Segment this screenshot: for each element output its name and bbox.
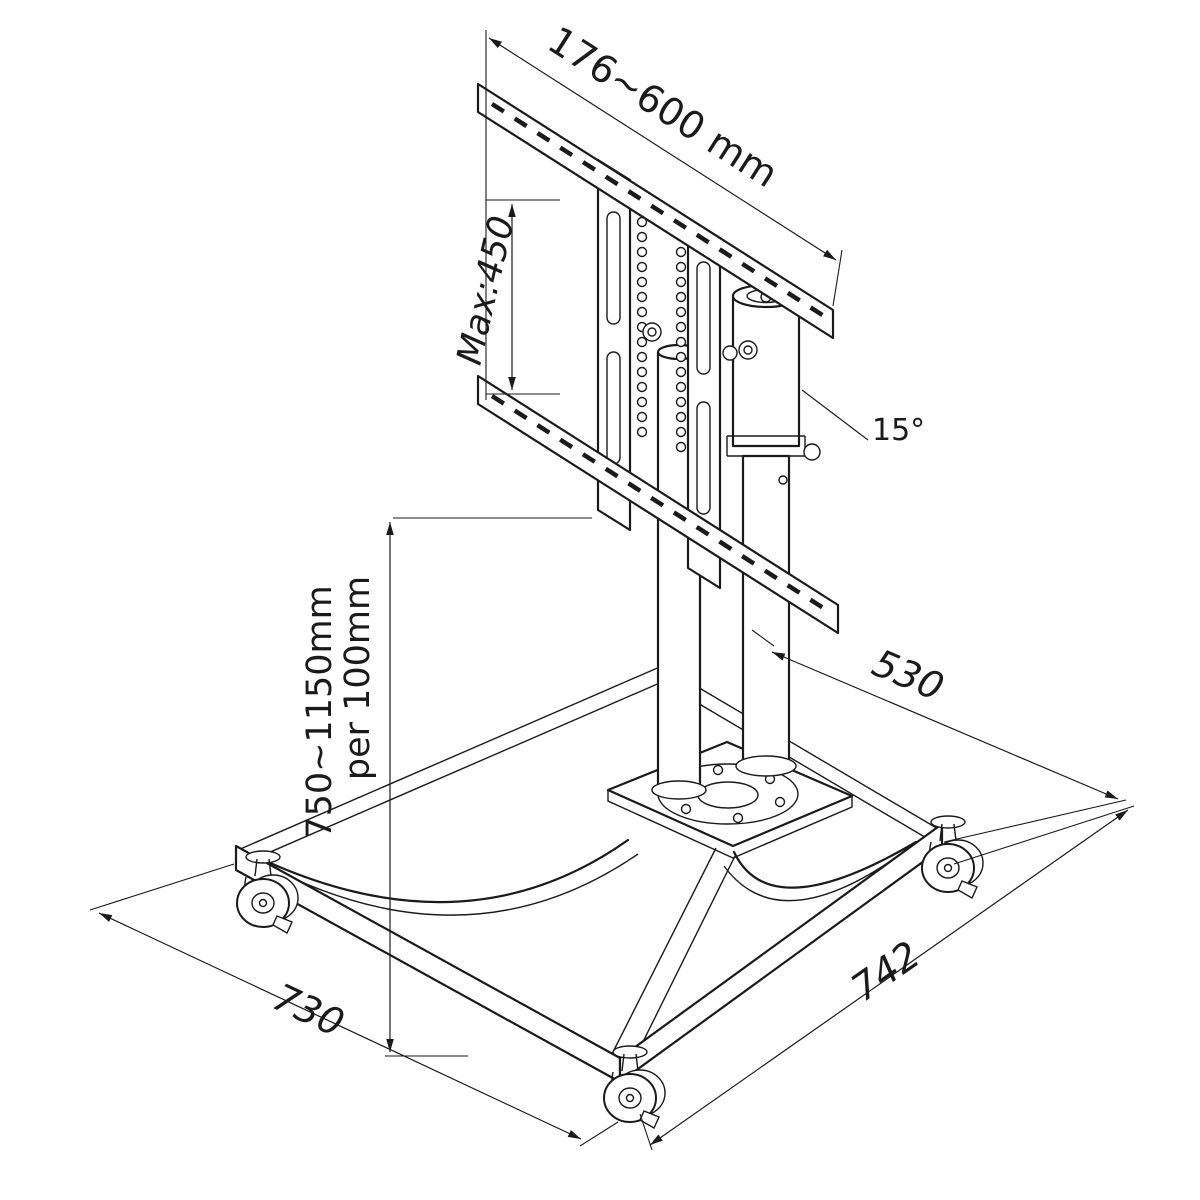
depth-530-label: 530 [866, 641, 950, 710]
clamp-knob-left [722, 345, 738, 361]
tilt-indicator [801, 389, 869, 441]
column-front-telescopic [722, 283, 821, 777]
base-depth-742-label: 742 [843, 933, 928, 1011]
dim-vesa-height [486, 199, 560, 395]
base-curved-braces [266, 838, 918, 1065]
base-mounting-plate [606, 740, 854, 859]
tilt-angle-label: 15° [872, 413, 925, 448]
base-width-730-label: 730 [266, 975, 350, 1046]
base-frame-front-bars [234, 822, 944, 1084]
bracket-pivot-bolts [642, 322, 758, 360]
dim-height-range [385, 517, 592, 1057]
caster-right [921, 815, 984, 899]
mounting-rail-bottom [476, 374, 840, 635]
dim-width-730 [89, 863, 619, 1147]
height-range-label-line2: per 100mm [338, 576, 378, 780]
adjustment-hole-chain-right [675, 246, 687, 453]
height-range-label-line1: 750~1150mm [300, 585, 340, 838]
dim-depth-742 [639, 805, 1135, 1151]
dim-bracket-width [485, 30, 843, 400]
clamp-knob-right [803, 443, 821, 461]
